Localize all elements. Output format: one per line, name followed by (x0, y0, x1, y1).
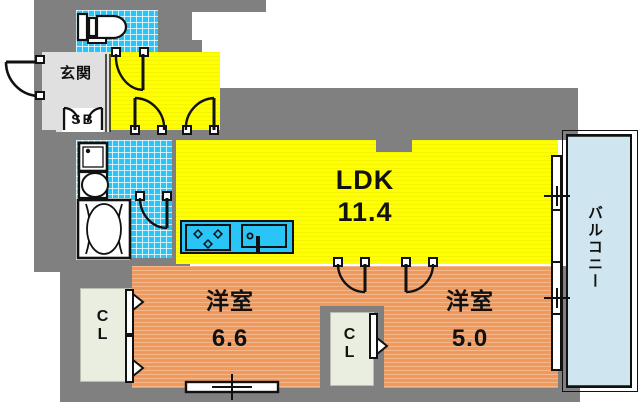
entrance-label: 玄関 (59, 65, 92, 82)
balcony-floor (566, 134, 632, 388)
closet-center (330, 312, 374, 386)
kitchen-counter (180, 220, 294, 254)
bedroom-east-floor-notch (320, 266, 386, 306)
wall-mass-right-upper (190, 88, 578, 140)
bedroom-east-label: 洋室 (446, 288, 494, 314)
shoe-box-label: SB (71, 111, 95, 127)
ldk-ceiling-notch (376, 140, 412, 152)
balcony-label: バルコニー (586, 205, 603, 290)
bedroom-west-floor (132, 266, 320, 388)
ldk-size: 11.4 (337, 197, 393, 227)
hall-floor-right (176, 52, 220, 130)
bedroom-west-label: 洋室 (206, 288, 254, 314)
bedroom-east-size: 5.0 (451, 325, 489, 352)
bathroom-tub-area (76, 198, 130, 260)
toilet-room-floor (76, 10, 158, 52)
bedroom-west-size: 6.6 (211, 325, 249, 352)
balcony-outer-edge (562, 130, 638, 392)
ldk-label: LDK (335, 165, 395, 195)
